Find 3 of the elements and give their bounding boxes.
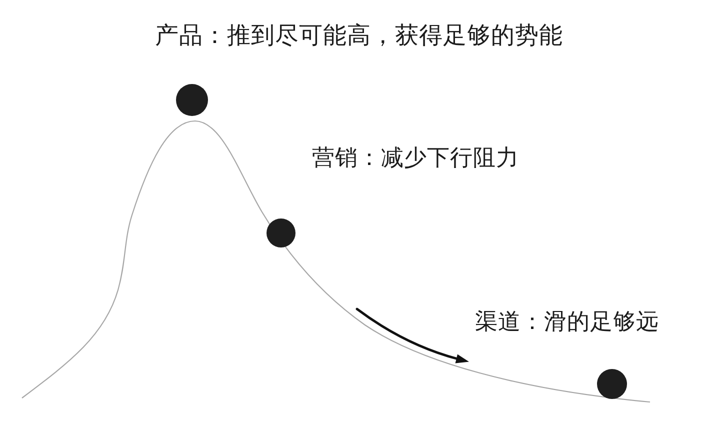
label: 产品：推到尽可能高，获得足够的势能	[155, 21, 563, 50]
label: 渠道：滑的足够远	[475, 309, 659, 336]
label: 营销：减少下行阻力	[312, 145, 519, 172]
